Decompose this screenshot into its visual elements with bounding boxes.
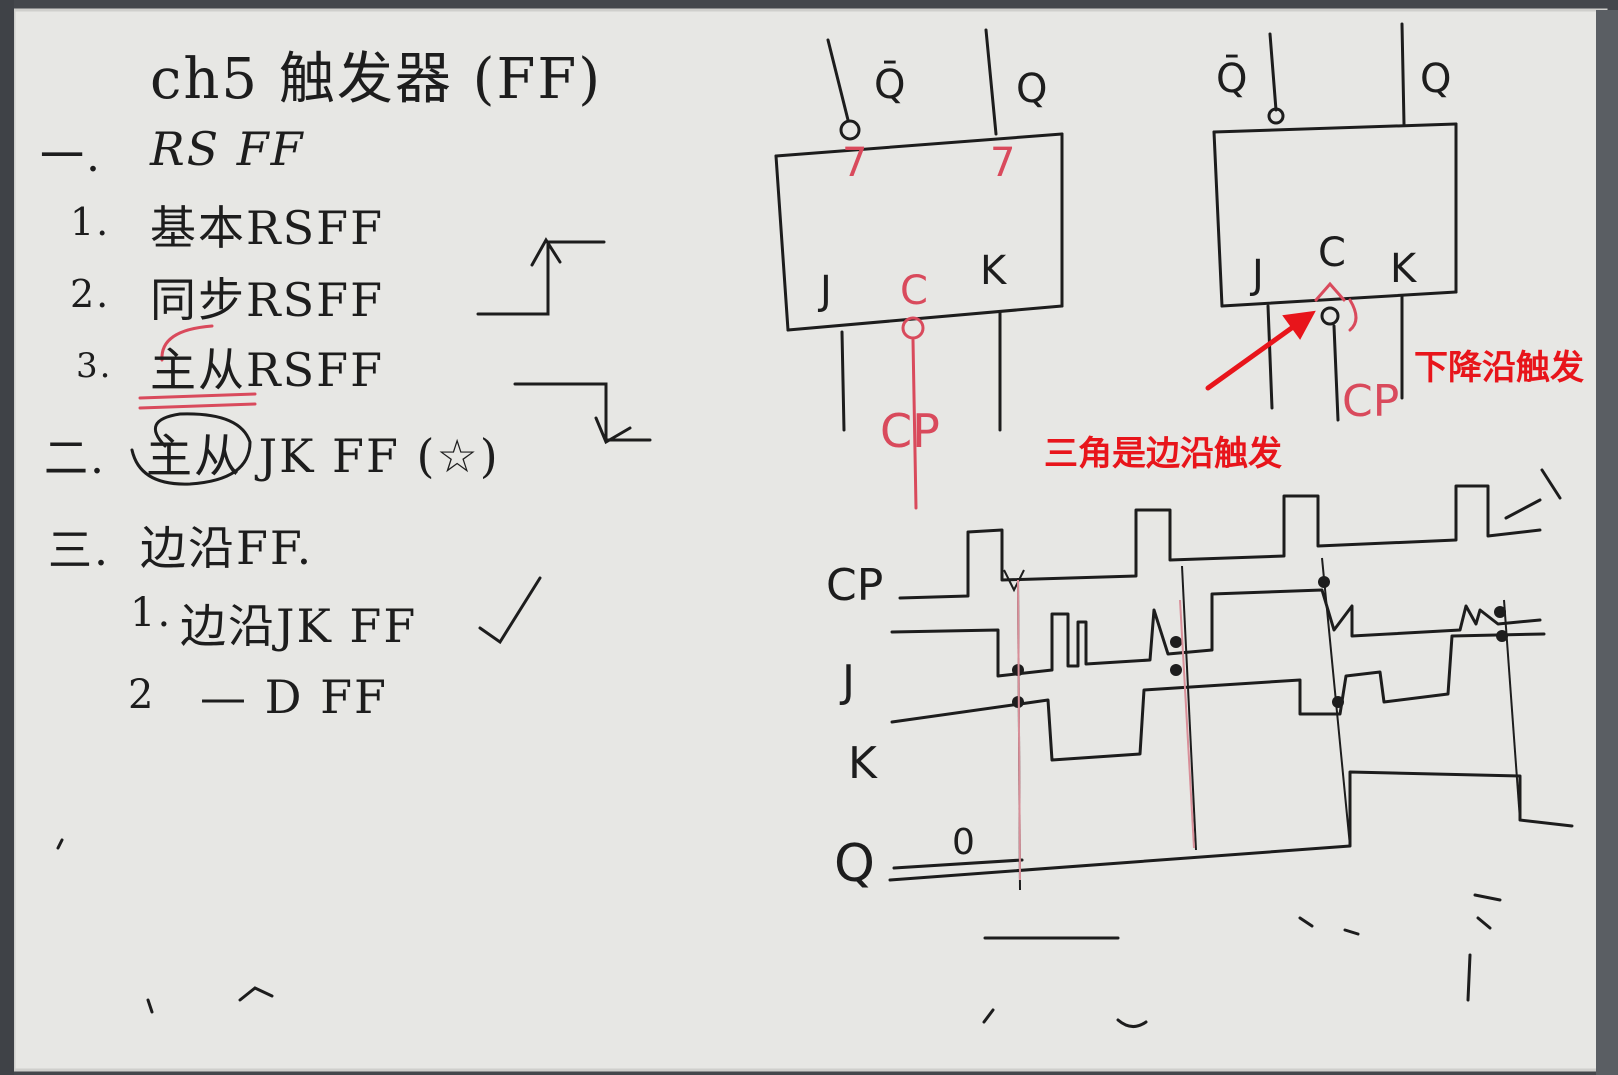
waveform-label-q: Q (834, 834, 875, 894)
edge-triangle (1314, 281, 1358, 332)
timing-diagram (888, 484, 1574, 882)
mark-left-1: 7 (842, 140, 868, 186)
j-label-right: J (1252, 252, 1264, 298)
q-label-right: Q (1420, 56, 1452, 102)
q-bar-label-right: Q̄ (1216, 56, 1248, 102)
section-number: 二. (44, 433, 106, 484)
item-edge-jkff: 边沿JK FF (180, 599, 418, 653)
j-waveform (890, 588, 1542, 678)
section-heading-jkff: 主从 JK FF (☆) (146, 429, 500, 483)
waveform-label-cp: CP (826, 560, 884, 611)
mark-left-2: 7 (990, 140, 1016, 186)
k-waveform (890, 632, 1546, 762)
cp-waveform (898, 484, 1542, 600)
item-number: 2. (70, 272, 111, 316)
q-label-left: Q (1016, 66, 1048, 112)
section-number: 三. (48, 525, 110, 576)
jk-ff-symbol-left (774, 28, 1064, 432)
sample-lines-red (1017, 579, 1195, 881)
q-waveform (888, 770, 1574, 882)
item-master-slave-rsff: 主从RSFF (150, 343, 384, 397)
item-number: 1. (70, 200, 111, 244)
annotation-arrow (1205, 310, 1316, 391)
edge-sketch (476, 237, 652, 445)
cp-label-left: CP (880, 404, 940, 458)
stray-marks (56, 412, 1562, 1028)
clock-input-left (901, 316, 925, 510)
q-initial-value: 0 (952, 822, 975, 863)
page-title: ch5 触发器 (FF) (150, 47, 603, 112)
item-dff: — D FF (200, 670, 388, 724)
cp-label-right: CP (1342, 376, 1400, 427)
c-label-right: C (1318, 230, 1346, 276)
falling-edge-annotation: 下降沿触发 (1414, 348, 1584, 388)
red-underline (138, 324, 257, 410)
item-number: 3. (76, 346, 113, 386)
waveform-label-j: J (842, 656, 855, 707)
triangle-edge-annotation: 三角是边沿触发 (1044, 434, 1282, 474)
section-number: 一. (40, 131, 102, 182)
k-label-left: K (980, 248, 1007, 294)
section-heading-edge-ff: 边沿FF. (140, 521, 314, 575)
c-label-left: C (900, 268, 928, 314)
item-number: 2 (128, 672, 156, 718)
item-basic-rsff: 基本RSFF (150, 201, 384, 255)
jk-ff-symbol-right (1212, 22, 1458, 422)
j-label-left: J (820, 268, 832, 314)
item-sync-rsff: 同步RSFF (150, 273, 384, 327)
q-bar-label-left: Q̄ (874, 62, 906, 108)
item-number: 1. (130, 590, 173, 636)
waveform-label-k: K (848, 738, 877, 789)
k-label-right: K (1390, 246, 1417, 292)
section-heading-rsff: RS FF (150, 122, 305, 176)
